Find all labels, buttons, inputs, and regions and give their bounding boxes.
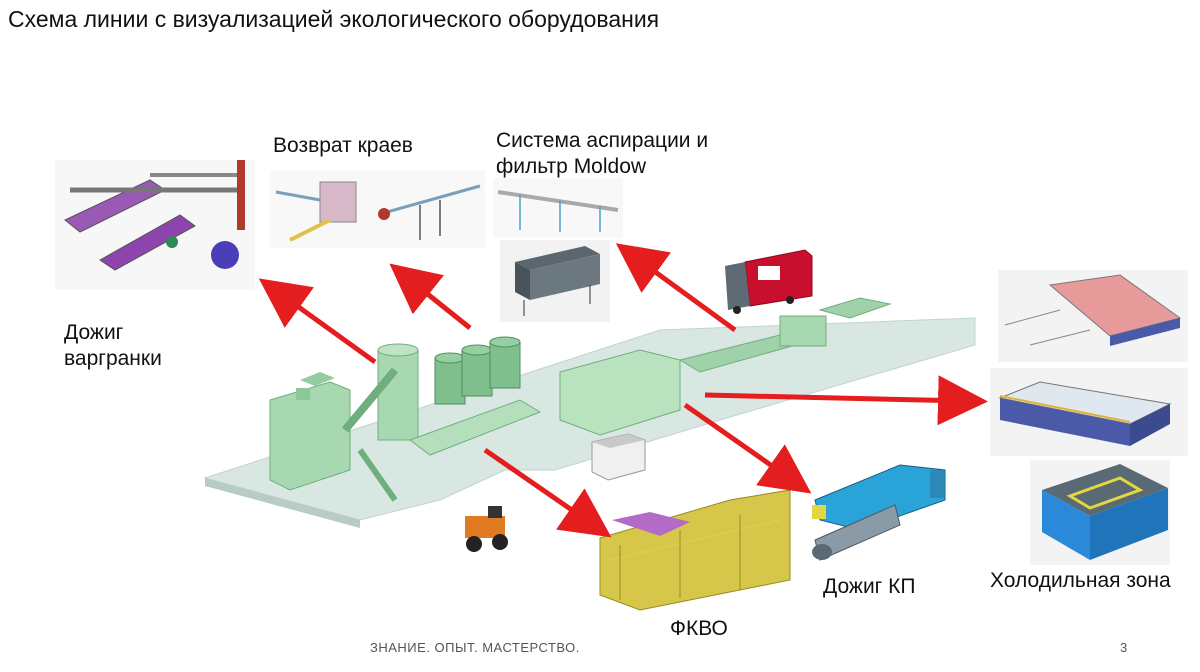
fkvo-image (599, 489, 791, 611)
aspiration-image (493, 178, 623, 238)
kp-afterburner-image (812, 464, 946, 561)
page-number: 3 (1120, 640, 1128, 655)
red-arrows (258, 243, 988, 538)
arrow-to-fkvo (483, 447, 612, 538)
cooling-zone-image-2 (990, 368, 1188, 456)
slide-title: Схема линии с визуализацией экологическо… (8, 6, 660, 32)
truck (725, 249, 813, 314)
loader (465, 506, 508, 552)
cooling-zone-image-1 (998, 270, 1188, 362)
cupola-afterburner-image (55, 160, 255, 290)
arrow-to-cupola (258, 278, 377, 365)
moldow-filter-image (500, 240, 610, 322)
label-cupola-afterburning: Дожиг варгранки (64, 321, 162, 370)
arrow-to-kp (683, 402, 812, 494)
edge-return-image (270, 170, 485, 248)
label-edge-return: Возврат краев (273, 134, 413, 157)
booth (591, 433, 646, 481)
arrow-to-aspiration (615, 243, 737, 333)
arrow-to-cooling (704, 375, 988, 426)
arrow-to-edge-return (389, 263, 472, 330)
main-production-line (269, 297, 892, 502)
cooling-zone-image-3 (1030, 460, 1170, 565)
footer-slogan: ЗНАНИЕ. ОПЫТ. МАСТЕРСТВО. (370, 640, 580, 655)
label-cooling-zone: Холодильная зона (990, 569, 1171, 592)
label-kp-afterburning: Дожиг КП (823, 575, 916, 598)
label-fkvo: ФКВО (670, 617, 728, 640)
label-aspiration-system: Система аспирации и фильтр Moldow (496, 129, 709, 178)
